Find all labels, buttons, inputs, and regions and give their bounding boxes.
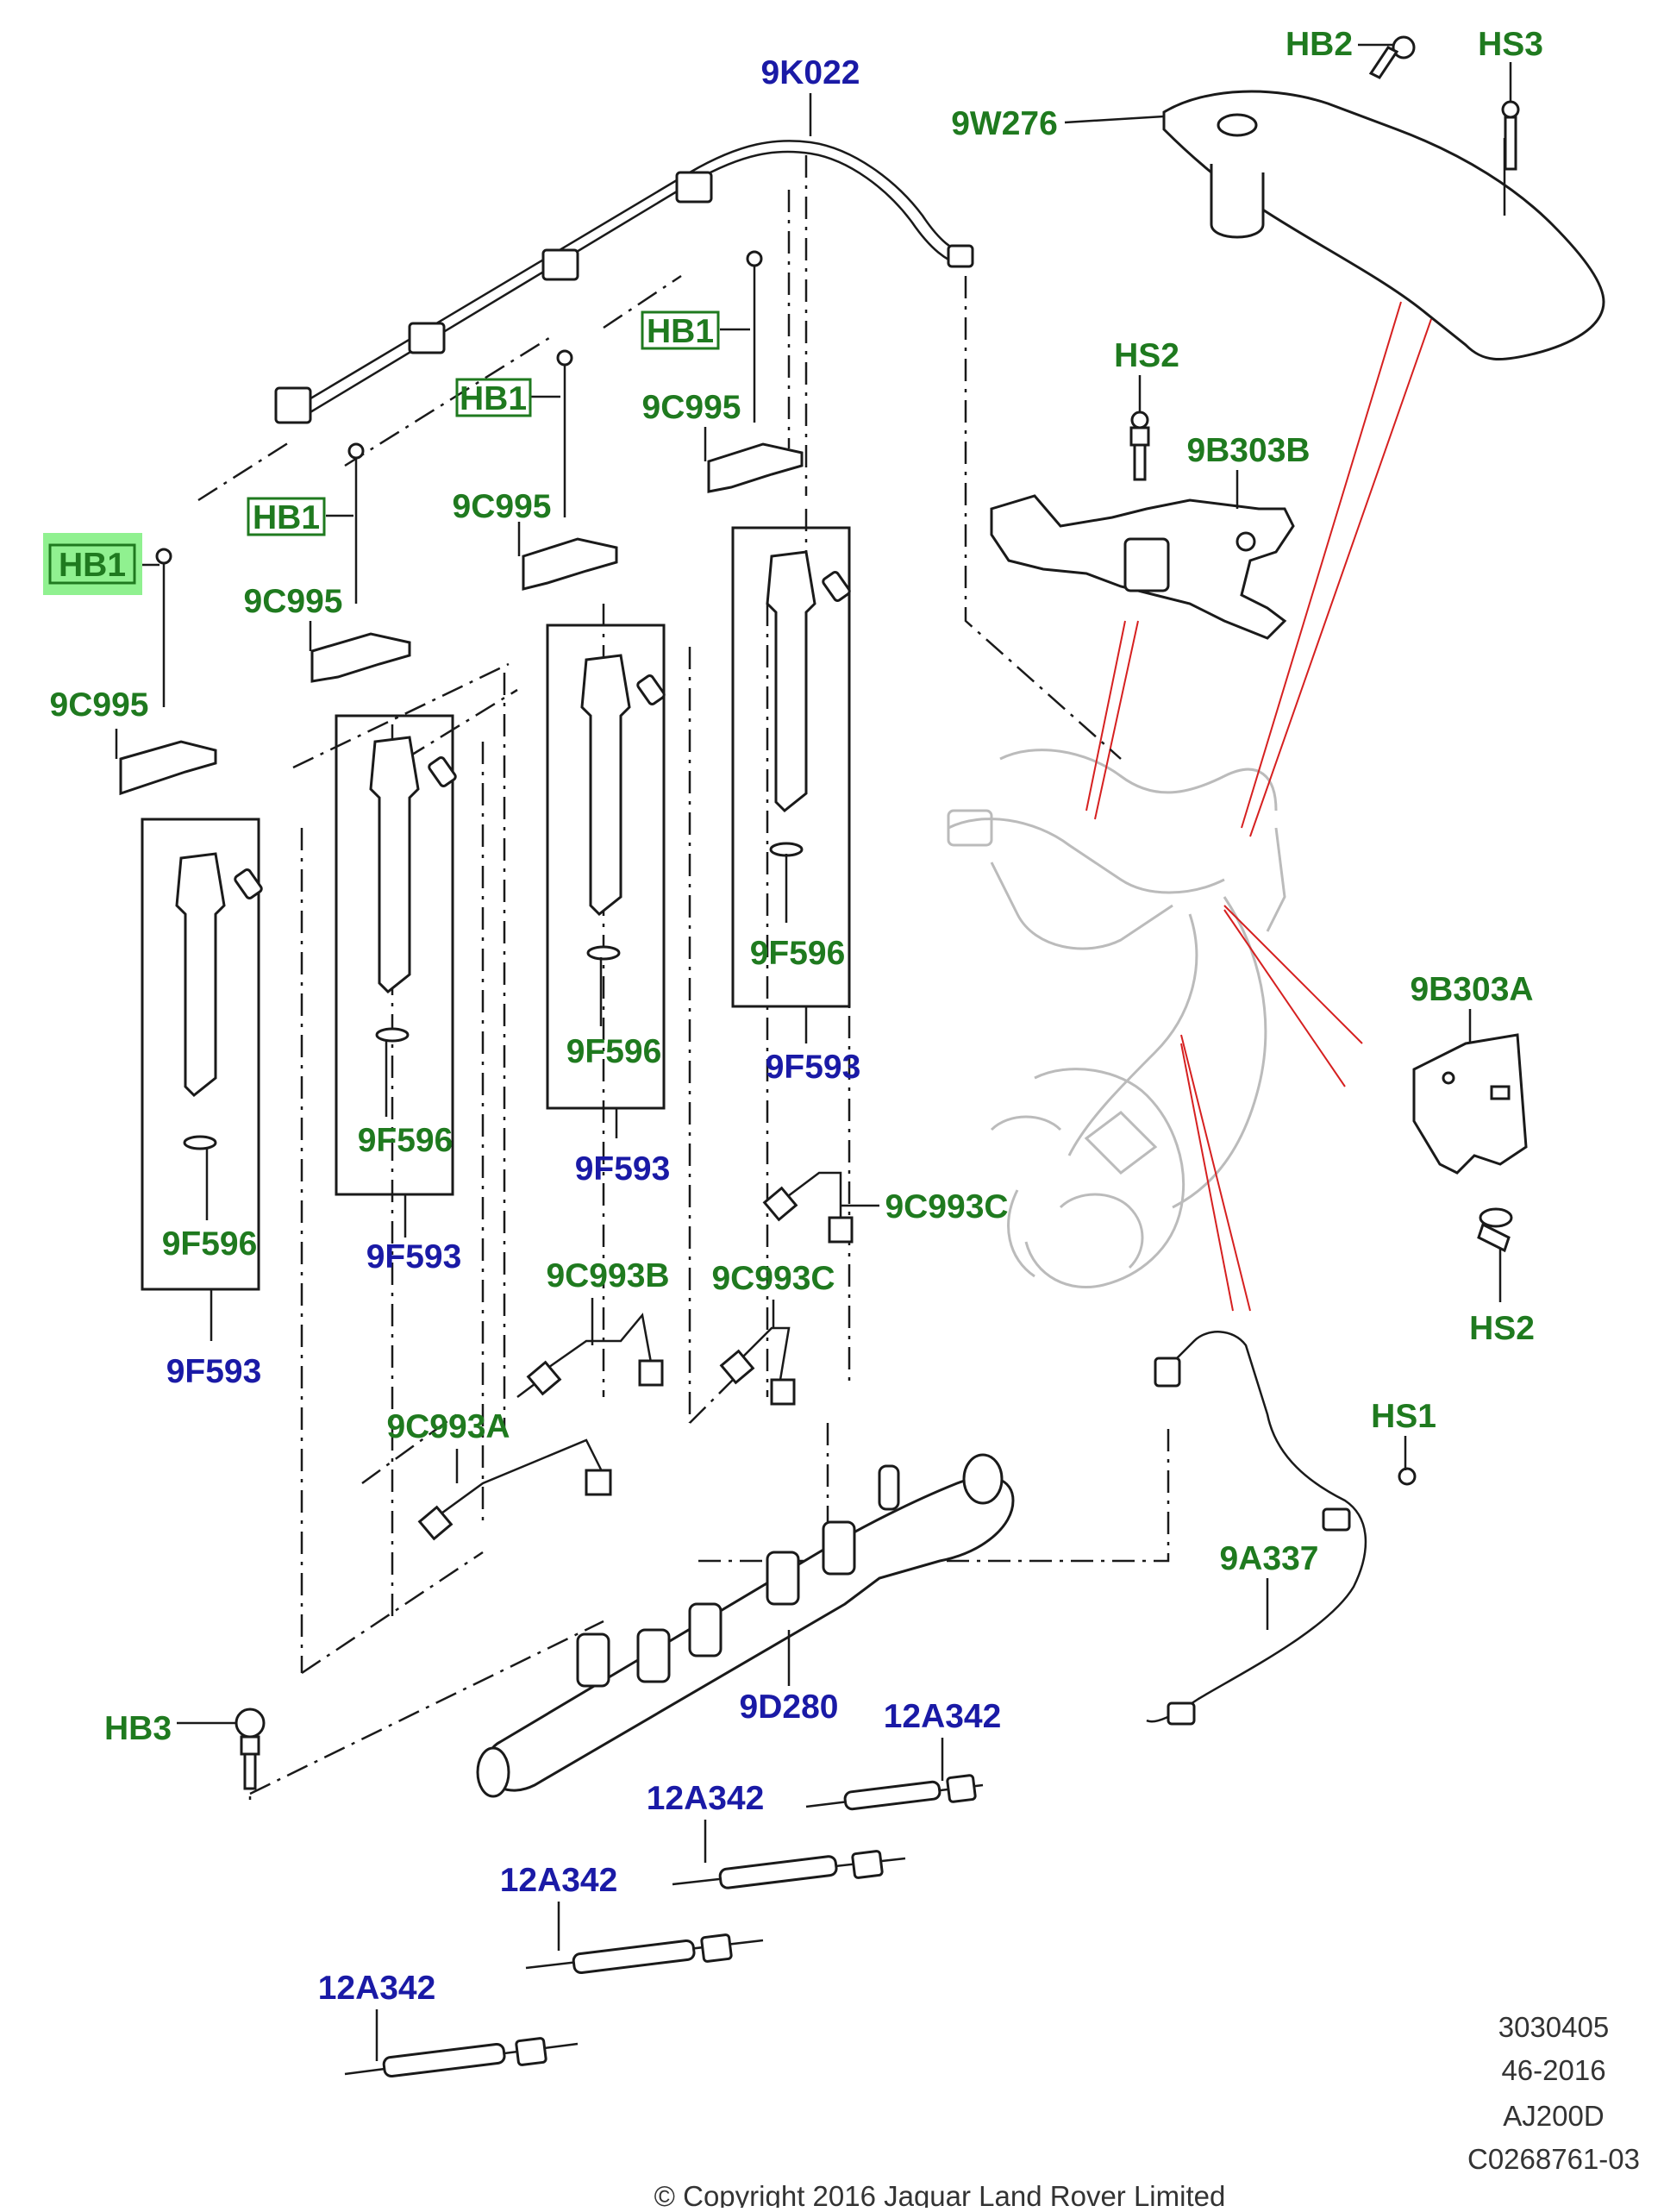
metadata-line-4: C0268761-03 [1467,2143,1640,2175]
callout-label: 9F593 [166,1353,262,1390]
glow-plugs [344,1774,984,2078]
glow-plug-2 [672,1850,906,1889]
callout-label: 9C993C [711,1260,835,1297]
pipe-9C993C-lower [719,1326,796,1406]
bolt-hs1 [1398,1467,1417,1486]
callout-label: 9W276 [951,105,1058,142]
bolt-hb1-c [556,349,573,517]
pipe-9C993C-upper [762,1171,854,1244]
injectors [141,526,851,1291]
callout-label: 9C993B [546,1257,669,1294]
callout-label: 9C995 [50,686,149,724]
callout-label: 12A342 [500,1862,618,1899]
callout-label: 9C993C [885,1188,1008,1225]
bolt-hb2 [1368,35,1416,79]
bolt-hs3 [1501,100,1520,171]
injector-2 [335,714,457,1196]
callout-label: HB3 [104,1710,172,1747]
bolt-hb1-b [347,442,365,604]
callout-label: 9F593 [766,1049,861,1086]
heat-shield [1162,90,1605,361]
callout-label: 9F593 [366,1238,462,1275]
callout-label: HS2 [1469,1310,1535,1347]
injector-4 [731,526,851,1008]
bolt-hs2-upper [1129,410,1150,481]
glow-plug-1 [805,1774,984,1811]
fuel-rail [476,1453,1015,1798]
callout-leaders [115,43,1512,2061]
bolt-hb3 [235,1708,266,1790]
diagram-metadata: 3030405 46-2016 AJ200D C0268761-03 © Cop… [654,2011,1640,2212]
callout-label: 9A337 [1220,1540,1319,1577]
callout-labels: 9K022 HB2 HS3 9W276 HB1 HB1 HB1 HB1 9C99… [50,26,1543,2007]
callout-label: 9C995 [244,583,343,620]
callout-label: 12A342 [318,1970,436,2007]
pipe-9C993B [526,1313,664,1396]
hp-pipes [417,1171,854,1541]
callout-label: 9C995 [642,389,741,426]
glow-plug-3 [525,1933,764,1975]
callout-label: 9F596 [162,1225,258,1263]
pipe-9C993A [417,1438,612,1541]
callout-label: 9C993A [386,1408,510,1445]
injector-1 [141,818,263,1291]
callout-label: 9F596 [566,1033,662,1070]
callout-boxes [43,310,720,595]
bolt-hb1-d [746,250,763,423]
callout-label: 9C995 [453,488,552,525]
callout-label: 9B303A [1410,971,1533,1008]
copyright-notice: © Copyright 2016 Jaguar Land Rover Limit… [654,2180,1226,2208]
callout-label: 12A342 [647,1780,765,1817]
callout-label: 9F593 [575,1150,671,1187]
leak-off-pipe [274,140,974,424]
callout-label: 9D280 [740,1689,839,1726]
callout-label: HB1 [59,547,126,584]
callout-label: HB2 [1286,26,1353,63]
metadata-line-1: 3030405 [1498,2011,1609,2043]
sensor-pipe-9A337 [1146,1331,1367,1726]
callout-label: 9B303B [1186,432,1310,469]
callout-label: 9F596 [358,1122,454,1159]
metadata-line-2: 46-2016 [1501,2054,1605,2086]
injector-3 [546,623,666,1110]
callout-label: HB1 [647,313,714,350]
callout-label: 9F596 [750,935,846,972]
callout-label: HB1 [460,380,527,417]
bracket-9B303A [1412,1033,1528,1175]
callout-label: 9K022 [761,54,860,91]
metadata-line-3: AJ200D [1503,2100,1604,2132]
bolts [155,35,1520,1790]
highlight-marker [43,533,142,595]
bracket-9B303B [990,494,1295,640]
bolt-hb1-a [155,548,172,707]
injector-clamps [119,442,804,796]
callout-label: HS1 [1371,1398,1436,1435]
callout-label: HB1 [253,499,320,536]
callout-label: HS2 [1114,337,1179,374]
callout-label: HS3 [1478,26,1543,63]
red-reference-lines [1085,301,1432,1312]
callout-label: 12A342 [884,1698,1002,1735]
bolt-hs2-lower [1477,1207,1513,1253]
glow-plug-4 [344,2037,579,2078]
